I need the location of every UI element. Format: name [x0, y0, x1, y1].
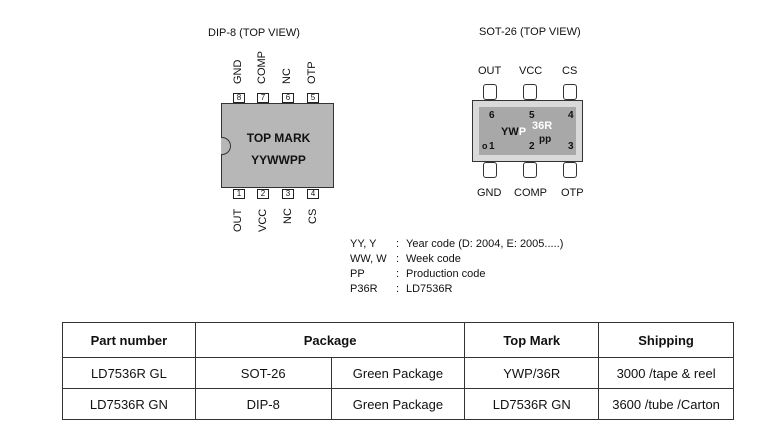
cell-part-number: LD7536R GL [62, 357, 196, 389]
dip-pin1: 1 [233, 189, 245, 199]
cell-package: SOT-26 [194, 357, 332, 389]
dip-title: DIP-8 (TOP VIEW) [208, 27, 300, 39]
header-part-number: Part number [62, 322, 196, 358]
legend-key: P36R [350, 283, 378, 295]
legend-value: Week code [406, 253, 461, 265]
sot-pin3-leg [563, 162, 577, 178]
legend-value: Production code [406, 268, 486, 280]
legend-row: WW, W : Week code [350, 252, 563, 267]
sot-pin6-label: OUT [478, 65, 502, 77]
sot-num-5: 5 [529, 110, 535, 121]
sot-num-1: 1 [489, 141, 495, 152]
dip-pin4: 4 [307, 189, 319, 199]
ordering-table: Part number Package Top Mark Shipping LD… [62, 322, 734, 420]
cell-package-type: Green Package [330, 357, 466, 389]
sot-pin1-label: GND [477, 187, 502, 199]
sot-num-3: 3 [568, 141, 574, 152]
sot-pin2-label: COMP [514, 187, 547, 199]
header-shipping: Shipping [598, 322, 734, 358]
sot-num-4: 4 [568, 110, 574, 121]
dip-pin7: 7 [257, 93, 269, 103]
sot-pin1-dot: o [482, 141, 488, 151]
sot-title: SOT-26 (TOP VIEW) [479, 26, 581, 38]
cell-package-type: Green Package [330, 388, 466, 420]
dip-pin1-label: OUT [232, 208, 244, 232]
sot-pin3-label: OTP [561, 187, 584, 199]
dip-pin3: 3 [282, 189, 294, 199]
sot-mark-36r-text: 36R [532, 120, 553, 132]
sot-die-area: 6 5 4 YWP 36R pp o 1 2 3 [479, 107, 576, 155]
dip-pin8: 8 [233, 93, 245, 103]
legend-sep: : [396, 253, 400, 265]
dip-pin6-label: NC [281, 68, 293, 84]
table-row: LD7536R GL SOT-26 Green Package YWP/36R … [62, 357, 734, 389]
dip-pin8-label: GND [232, 59, 244, 84]
dip-pin6: 6 [282, 93, 294, 103]
marking-legend: YY, Y : Year code (D: 2004, E: 2005.....… [350, 237, 563, 297]
sot-pin4-label: CS [562, 65, 578, 77]
legend-key: WW, W [350, 253, 387, 265]
sot-mark-p: P [518, 126, 527, 138]
cell-top-mark: YWP/36R [464, 357, 600, 389]
dip-date-code: YYWWPP [251, 153, 306, 167]
cell-shipping: 3600 /tube /Carton [598, 388, 734, 420]
sot-pin2-leg [523, 162, 537, 178]
legend-value: Year code (D: 2004, E: 2005.....) [406, 238, 564, 250]
sot-num-6: 6 [489, 110, 495, 121]
dip-pin7-label: COMP [256, 51, 268, 84]
dip-pin5: 5 [307, 93, 319, 103]
sot-mark-pp: pp [539, 134, 552, 145]
legend-sep: : [396, 238, 400, 250]
table-row: LD7536R GN DIP-8 Green Package LD7536R G… [62, 388, 734, 420]
dip-package-body: TOP MARK YYWWPP [221, 103, 334, 188]
table-header-row: Part number Package Top Mark Shipping [62, 322, 734, 358]
sot-pin5-leg [523, 84, 537, 100]
header-package: Package [194, 322, 466, 358]
dip-pin3-label: NC [282, 208, 294, 224]
dip-pin2: 2 [257, 189, 269, 199]
legend-sep: : [396, 283, 400, 295]
legend-sep: : [396, 268, 400, 280]
sot-pin4-leg [563, 84, 577, 100]
sot-package-body: 6 5 4 YWP 36R pp o 1 2 3 [472, 100, 583, 162]
dip-pin2-label: VCC [257, 208, 269, 232]
sot-pin5-label: VCC [519, 65, 543, 77]
cell-package: DIP-8 [194, 388, 332, 420]
sot-mark-yw: YWP [501, 126, 526, 138]
cell-shipping: 3000 /tape & reel [598, 357, 734, 389]
sot-num-2: 2 [529, 141, 535, 152]
sot-pin1-leg [483, 162, 497, 178]
header-top-mark: Top Mark [464, 322, 600, 358]
dip-pin5-label: OTP [306, 61, 318, 84]
legend-value: LD7536R [406, 283, 453, 295]
dip-top-mark: TOP MARK [246, 131, 311, 145]
sot-mark-yw-text: YW [501, 126, 519, 138]
legend-key: YY, Y [350, 238, 377, 250]
legend-row: PP : Production code [350, 267, 563, 282]
dip-pin4-label: CS [307, 208, 319, 224]
cell-top-mark: LD7536R GN [464, 388, 600, 420]
cell-part-number: LD7536R GN [62, 388, 196, 420]
sot-pin6-leg [483, 84, 497, 100]
legend-row: YY, Y : Year code (D: 2004, E: 2005.....… [350, 237, 563, 252]
legend-row: P36R : LD7536R [350, 282, 563, 297]
legend-key: PP [350, 268, 365, 280]
sot-mark-36r: 36R [532, 120, 552, 132]
